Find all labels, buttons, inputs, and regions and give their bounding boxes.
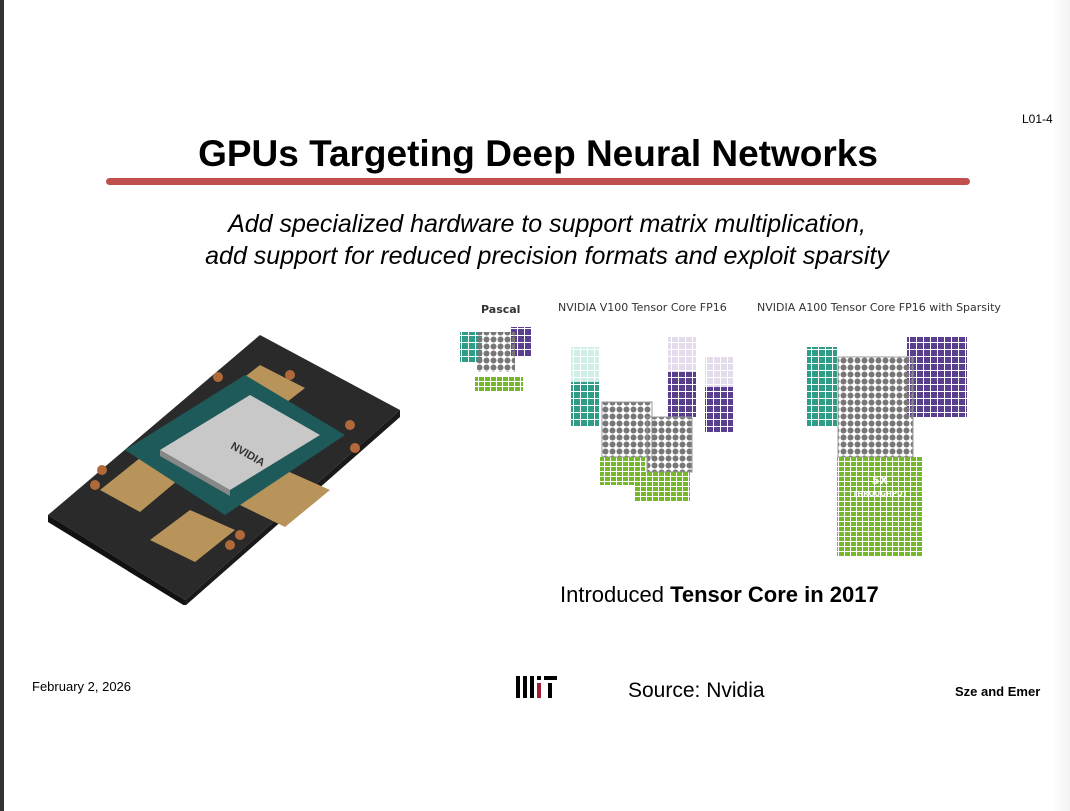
v100-diagram bbox=[571, 337, 733, 502]
title-underline bbox=[106, 178, 970, 185]
intro-bold: Tensor Core in 2017 bbox=[670, 582, 879, 607]
throughput-label: THROUGHPUT bbox=[853, 490, 908, 498]
throughput-multiplier: 5X bbox=[872, 474, 889, 487]
footer-authors: Sze and Emer bbox=[955, 684, 1041, 699]
footer-date: February 2, 2026 bbox=[32, 679, 132, 694]
a100-diagram: 5X THROUGHPUT bbox=[807, 337, 967, 557]
window-left-border bbox=[0, 0, 4, 811]
intro-prefix: Introduced bbox=[560, 582, 671, 607]
subtitle-line-1: Add specialized hardware to support matr… bbox=[228, 210, 866, 238]
footer-source: Source: Nvidia bbox=[628, 679, 765, 702]
slide-subtitle: Add specialized hardware to support matr… bbox=[0, 208, 1070, 272]
label-pascal: Pascal bbox=[481, 303, 521, 316]
label-a100: NVIDIA A100 Tensor Core FP16 with Sparsi… bbox=[757, 301, 1001, 314]
mit-logo bbox=[516, 676, 557, 698]
tensor-core-intro: Introduced Tensor Core in 2017 bbox=[560, 582, 879, 608]
gpu-board-image: NVIDIA bbox=[48, 335, 400, 605]
pascal-diagram bbox=[460, 327, 532, 391]
slide-title: GPUs Targeting Deep Neural Networks bbox=[198, 133, 878, 174]
slide-number: L01-4 bbox=[1022, 112, 1053, 126]
label-v100: NVIDIA V100 Tensor Core FP16 bbox=[558, 301, 727, 314]
window-right-edge bbox=[1052, 0, 1070, 811]
subtitle-line-2: add support for reduced precision format… bbox=[205, 242, 889, 270]
tensor-core-diagram: 5X THROUGHPUT bbox=[460, 327, 967, 557]
